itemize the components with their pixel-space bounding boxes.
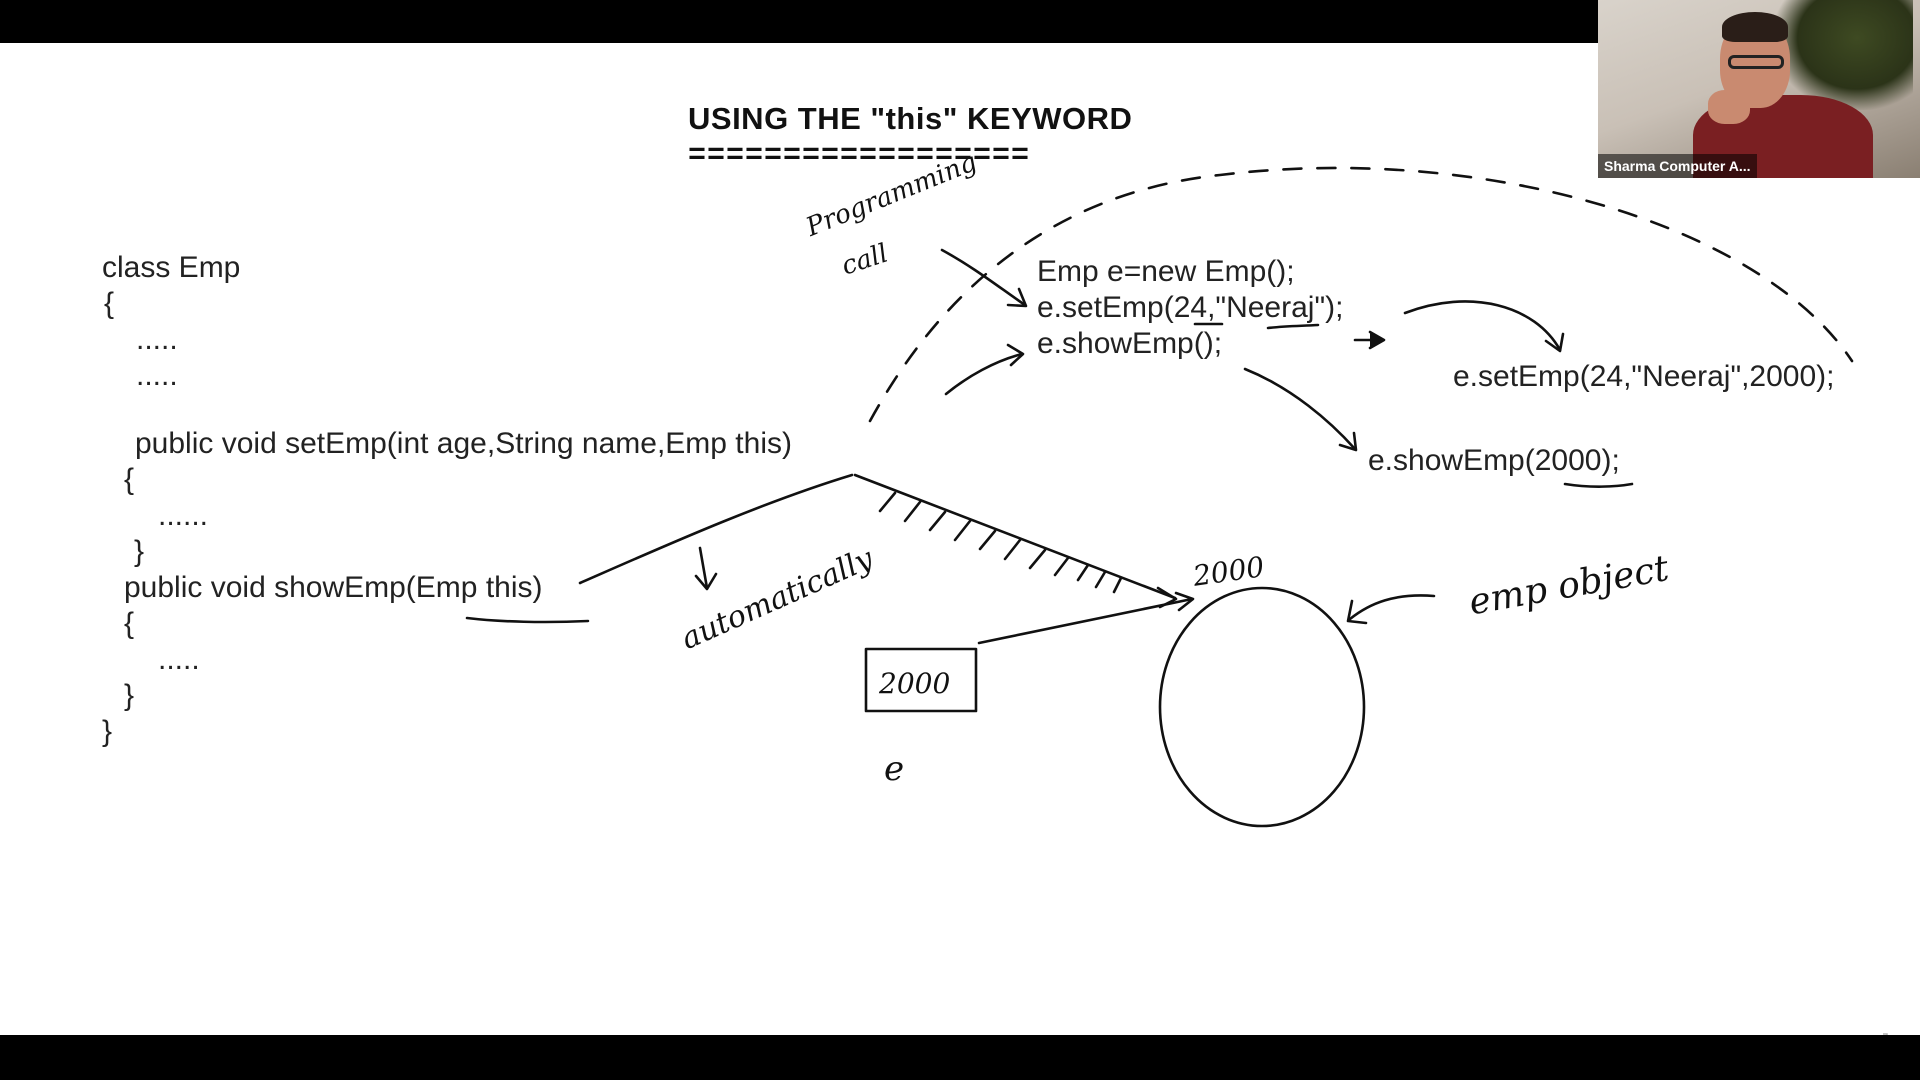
code-ellipsis-2: ..... — [136, 359, 178, 392]
code-showemp-brace-close: } — [124, 679, 135, 712]
code-setemp-signature: public void setEmp(int age,String name,E… — [135, 427, 792, 460]
code-setemp-brace-close: } — [134, 535, 145, 568]
arrow-to-showemp-call — [944, 352, 1024, 396]
title-underline: ================== — [688, 139, 1031, 173]
arrow-to-translated-showemp — [1243, 367, 1357, 451]
presentation-slide: USING THE "this" KEYWORD ===============… — [0, 43, 1920, 1035]
code-setemp-brace-open: { — [124, 463, 135, 496]
code-translated-setemp: e.setEmp(24,"Neeraj",2000); — [1453, 360, 1835, 393]
slide-title: USING THE "this" KEYWORD — [688, 101, 1133, 136]
arrow-label-to-object — [1348, 594, 1436, 621]
webcam-plant — [1773, 0, 1913, 110]
ink-annotations — [465, 166, 1854, 828]
code-showemp-signature: public void showEmp(Emp this) — [124, 571, 543, 604]
code-class-brace-close: } — [102, 715, 113, 748]
expand-icon[interactable] — [1874, 1031, 1890, 1035]
bottom-letterbox — [0, 1035, 1920, 1080]
arrow-programming-call — [940, 248, 1027, 307]
arrow-to-translated-setemp — [1403, 300, 1562, 352]
underline-neeraj — [1266, 323, 1320, 330]
webcam-presenter-glasses — [1728, 55, 1784, 69]
curve-showemp-to-setemp — [578, 473, 854, 585]
code-showemp-body: ..... — [158, 643, 200, 676]
code-brace-open: { — [104, 287, 115, 320]
code-call-showemp: e.showEmp(); — [1037, 327, 1223, 360]
code-class-decl: class Emp — [102, 251, 241, 284]
webcam-video-tile[interactable]: Sharma Computer A... — [1598, 0, 1920, 178]
participant-name-label: Sharma Computer A... — [1598, 154, 1757, 178]
code-translated-showemp: e.showEmp(2000); — [1368, 444, 1620, 477]
arrow-automatically — [698, 546, 709, 590]
emp-object-ellipse — [1158, 586, 1366, 828]
code-call-setemp: e.setEmp(24,"Neeraj"); — [1037, 291, 1344, 324]
underline-emp-this — [465, 616, 590, 624]
code-ellipsis-1: ..... — [136, 323, 178, 356]
arrow-box-to-object — [977, 597, 1194, 645]
hatch-marks — [878, 491, 1123, 594]
dashed-arc — [868, 166, 1854, 423]
underline-2000 — [1563, 482, 1634, 488]
hw-ref-variable-e: e — [884, 749, 905, 789]
code-new-emp: Emp e=new Emp(); — [1037, 255, 1295, 288]
code-showemp-brace-open: { — [124, 607, 135, 640]
code-setemp-body: ...... — [158, 499, 209, 532]
webcam-presenter-hand — [1708, 90, 1750, 124]
webcam-presenter-hair — [1722, 12, 1788, 42]
reference-box — [864, 647, 978, 713]
arrow-this-to-object — [853, 473, 1177, 600]
hw-address-in-box: 2000 — [879, 667, 951, 700]
